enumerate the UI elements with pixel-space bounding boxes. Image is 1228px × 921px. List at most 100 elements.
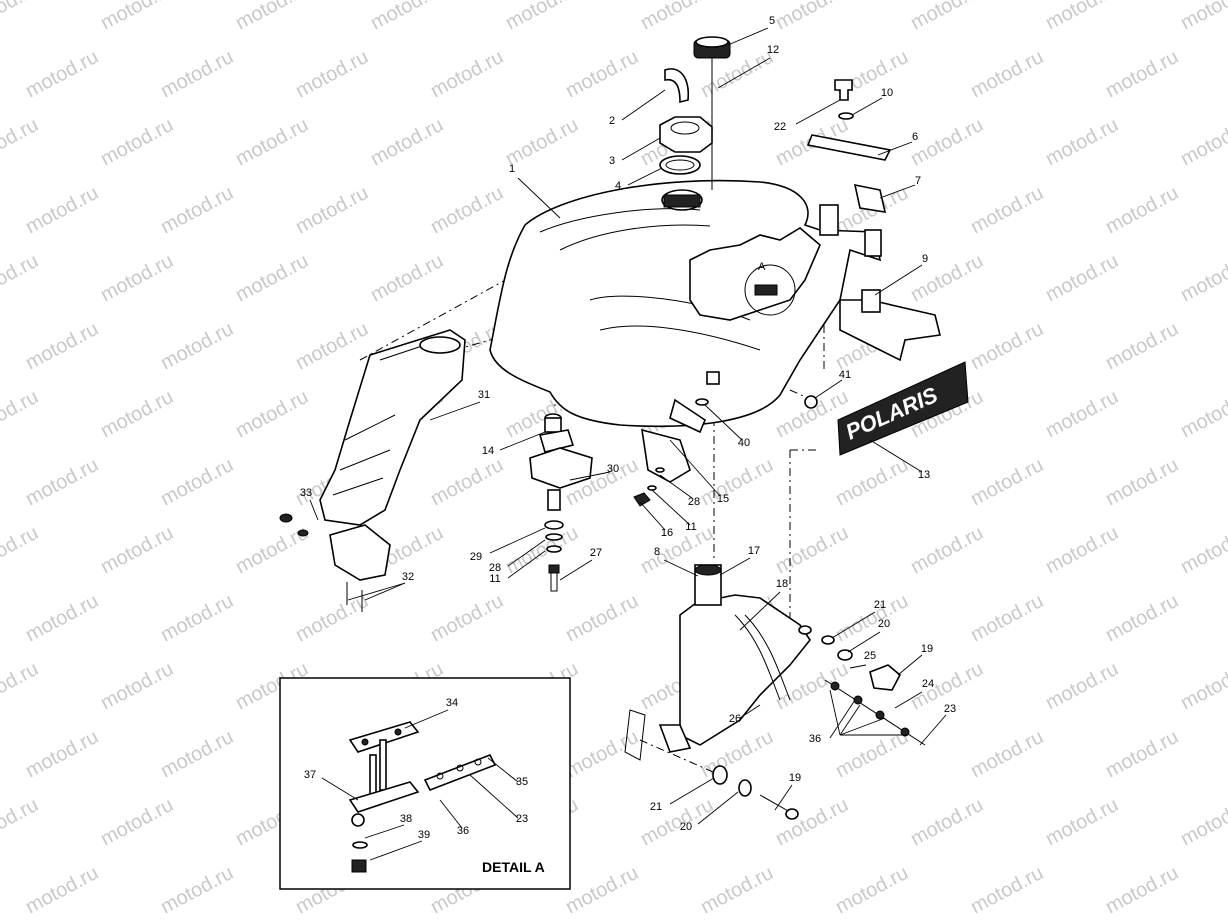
watermark-text: motod.ru (427, 454, 507, 510)
callout-number: 32 (402, 571, 414, 583)
callout-number: 21 (650, 801, 662, 813)
leader-line (877, 141, 913, 156)
watermark-text: motod.ru (1177, 0, 1228, 34)
callout-number: 38 (400, 813, 412, 825)
leader-line (727, 27, 769, 46)
leader-line (627, 167, 663, 186)
callout-number: 12 (767, 44, 779, 56)
leader-line (847, 631, 881, 653)
polaris-decal: POLARIS (837, 361, 969, 456)
watermark-text: motod.ru (967, 726, 1047, 782)
watermark-text: motod.ru (697, 862, 777, 918)
leader-line (517, 177, 561, 219)
callout-number: 4 (615, 180, 621, 192)
leader-line (839, 704, 861, 736)
leader-line (831, 611, 876, 639)
leader-line (659, 474, 693, 499)
callout-number: 23 (516, 813, 528, 825)
watermark-text: motod.ru (427, 590, 507, 646)
watermark-text: motod.ru (97, 250, 177, 306)
leader-line (879, 184, 916, 199)
watermark-text: motod.ru (22, 454, 102, 510)
watermark-text: motod.ru (1102, 590, 1182, 646)
side-plate (839, 289, 941, 362)
watermark-text: motod.ru (967, 182, 1047, 238)
watermark-text: motod.ru (1042, 114, 1122, 170)
leader-line (774, 784, 793, 811)
watermark-text: motod.ru (367, 114, 447, 170)
callout-number: 1 (509, 163, 515, 175)
leader-line (487, 757, 519, 783)
callout-number: 20 (680, 821, 692, 833)
leader-line (697, 791, 739, 825)
watermark-text: motod.ru (502, 0, 582, 34)
callout-number: 36 (809, 733, 821, 745)
leader-line (739, 704, 761, 719)
watermark-text: motod.ru (502, 522, 582, 578)
watermark-text: motod.ru (292, 46, 372, 102)
watermark-text: motod.ru (562, 862, 642, 918)
leader-line (839, 717, 886, 736)
leader-line (851, 97, 883, 116)
leader-line (404, 709, 449, 729)
callout-number: 26 (729, 713, 741, 725)
oil-reservoir (624, 564, 812, 761)
watermark-text: motod.ru (292, 590, 372, 646)
watermark-text: motod.ru (97, 522, 177, 578)
callout-number: 21 (874, 599, 886, 611)
callout-number: 11 (685, 521, 696, 533)
watermark-text: motod.ru (1042, 250, 1122, 306)
leader-line (919, 714, 947, 746)
leader-line (704, 404, 743, 441)
callout-number: 23 (944, 703, 956, 715)
watermark-text: motod.ru (967, 454, 1047, 510)
callout-number: 34 (446, 697, 458, 709)
watermark-text: motod.ru (697, 454, 777, 510)
leader-line (507, 539, 546, 567)
watermark-text: motod.ru (967, 318, 1047, 374)
watermark-text: motod.ru (22, 182, 102, 238)
fuel-cap-assembly (659, 36, 731, 190)
callout-number: 29 (470, 551, 482, 563)
callout-number: 7 (915, 175, 921, 187)
callout-number: 19 (921, 643, 933, 655)
watermark-text: motod.ru (502, 114, 582, 170)
leader-line (499, 431, 546, 451)
watermark-text: motod.ru (772, 794, 852, 850)
watermark-text: motod.ru (97, 658, 177, 714)
detail-a-inset: DETAIL A (279, 677, 571, 890)
callout-number: 18 (776, 578, 788, 590)
watermark-text: motod.ru (832, 454, 912, 510)
watermark-text: motod.ru (1102, 726, 1182, 782)
watermark-text: motod.ru (0, 250, 42, 306)
callout-number: 11 (489, 573, 500, 585)
watermark-text: motod.ru (1177, 250, 1228, 306)
watermark-text: motod.ru (367, 250, 447, 306)
watermark-text: motod.ru (1102, 318, 1182, 374)
watermark-text: motod.ru (0, 114, 42, 170)
watermark-text: motod.ru (292, 318, 372, 374)
watermark-text: motod.ru (907, 250, 987, 306)
watermark-text: motod.ru (1177, 658, 1228, 714)
leader-line (874, 264, 923, 296)
leader-line (739, 591, 781, 631)
callout-number: 17 (748, 545, 760, 557)
watermark-text: motod.ru (1102, 454, 1182, 510)
callout-number: 33 (300, 487, 312, 499)
callout-number: 10 (881, 87, 893, 99)
leader-line (489, 527, 546, 554)
leader-line (347, 582, 406, 601)
watermark-text: motod.ru (22, 862, 102, 918)
watermark-text: motod.ru (0, 522, 42, 578)
leader-lines (309, 27, 947, 861)
watermark-text: motod.ru (1042, 386, 1122, 442)
leader-line (569, 471, 611, 481)
watermark-text: motod.ru (1042, 0, 1122, 34)
leader-line (869, 439, 923, 473)
watermark-text: motod.ru (367, 0, 447, 34)
watermark-text: motod.ru (967, 46, 1047, 102)
watermark-text: motod.ru (97, 0, 177, 34)
callout-number: 6 (912, 131, 918, 143)
callout-number: 41 (839, 369, 851, 381)
